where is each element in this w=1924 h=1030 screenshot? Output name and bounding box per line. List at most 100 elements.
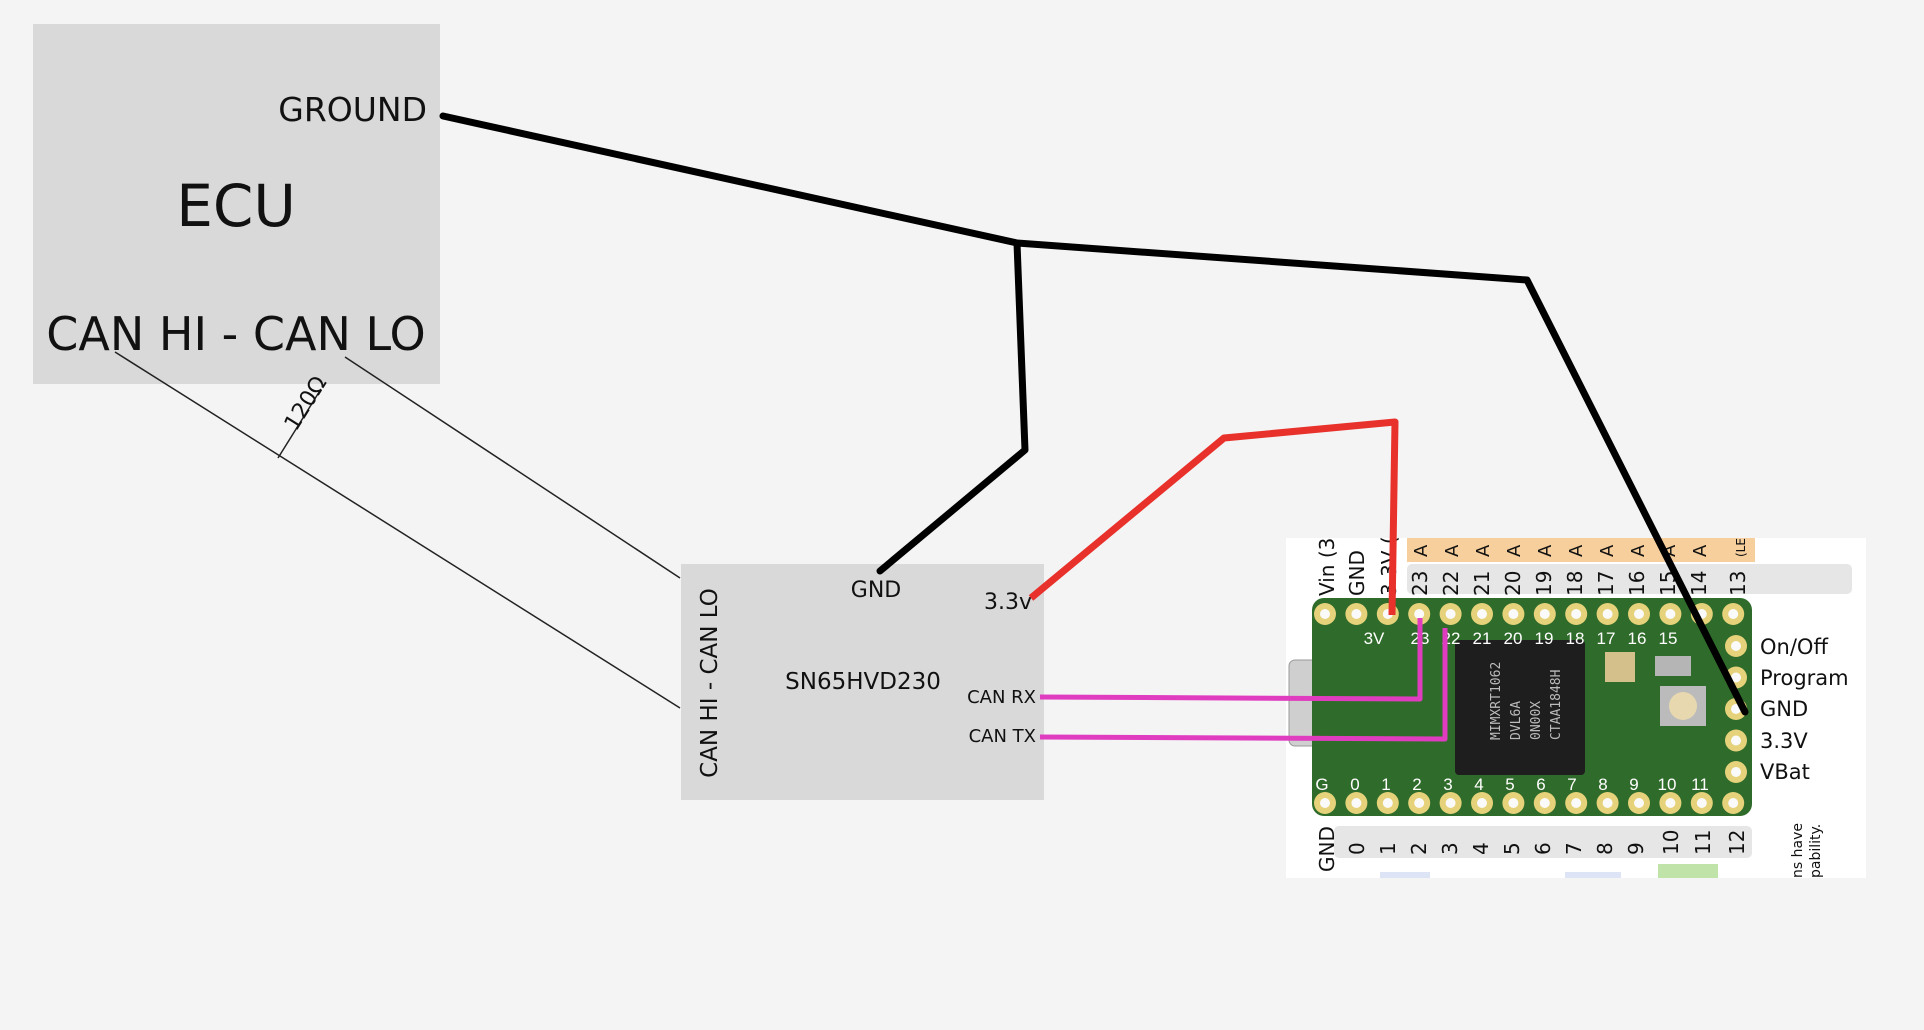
pad-hole	[1414, 609, 1425, 619]
transceiver-can-label: CAN HI - CAN LO	[697, 588, 723, 778]
top-label: 17	[1594, 571, 1618, 596]
top-label: 23	[1408, 571, 1432, 596]
analog-tag: A	[1504, 544, 1525, 557]
ground-wires	[439, 112, 1749, 716]
can-bus-wires: 120Ω	[114, 351, 681, 709]
side-note: pability.	[1808, 824, 1824, 878]
top-label: 21	[1470, 571, 1494, 596]
top-label: 18	[1563, 571, 1587, 596]
board-pin-number: 1	[1381, 775, 1390, 794]
teensy-bottom-pin-labels: GND 0 1 2 3 4 5 6 7 8 9 10 11 12 ns have…	[1315, 823, 1824, 878]
board-pin-number: 10	[1658, 775, 1677, 794]
analog-tag: (LE	[1734, 538, 1748, 557]
can-hi-wire	[114, 351, 681, 709]
board-pin-number: 9	[1629, 775, 1638, 794]
pad-hole	[1665, 798, 1676, 808]
pad-hole	[1731, 735, 1741, 746]
top-label: 13	[1726, 571, 1750, 596]
board-pin-number: 17	[1597, 629, 1616, 648]
bottom-label: 4	[1469, 842, 1493, 855]
pad-hole	[1382, 798, 1393, 808]
bottom-label: 10	[1659, 830, 1683, 855]
transceiver-3v3-label: 3.3v	[984, 590, 1032, 615]
right-label-program: Program	[1760, 666, 1849, 690]
pad-hole	[1320, 609, 1330, 619]
pad-hole	[1696, 798, 1707, 808]
bottom-label: 2	[1407, 842, 1431, 855]
board-pin-number: 0	[1350, 775, 1359, 794]
bottom-label: 3	[1438, 842, 1462, 855]
transceiver-gnd-label: GND	[851, 578, 901, 603]
right-label-gnd: GND	[1760, 697, 1808, 721]
pad-hole	[1508, 798, 1519, 808]
pad-hole	[1508, 609, 1519, 619]
pad-hole	[1351, 609, 1362, 619]
can-lo-wire	[344, 356, 681, 579]
teensy-bottom-pads	[1314, 792, 1745, 814]
pad-hole	[1731, 641, 1741, 651]
right-label-on-off: On/Off	[1760, 635, 1828, 659]
board-pin-number: 3V	[1364, 629, 1385, 648]
board-pin-number: G	[1315, 775, 1328, 794]
transceiver-can-tx-label: CAN TX	[969, 726, 1036, 747]
processor-chip	[1455, 640, 1585, 775]
bottom-label: 9	[1624, 842, 1648, 855]
pad-hole	[1571, 798, 1582, 808]
pad-hole	[1634, 798, 1644, 808]
pad-hole	[1571, 609, 1582, 619]
bottom-label: 1	[1376, 842, 1400, 855]
analog-tag: A	[1690, 544, 1711, 557]
analog-tag: A	[1473, 544, 1494, 557]
can-tx-wire	[1039, 628, 1448, 742]
chip-text: DVL6A	[1509, 701, 1524, 740]
board-pin-number: 5	[1505, 775, 1514, 794]
pad-hole	[1665, 609, 1676, 619]
ground-main-wire	[439, 112, 1749, 716]
bottom-label: 12	[1725, 830, 1749, 855]
bottom-label: GND	[1315, 826, 1339, 872]
chip-text: CTAA1848H	[1549, 670, 1564, 740]
pad-hole	[1414, 798, 1425, 808]
ecu-can-label: CAN HI - CAN LO	[46, 307, 425, 361]
board-pin-number: 18	[1566, 629, 1585, 648]
ground-transceiver-wire	[876, 239, 1029, 575]
transceiver-name: SN65HVD230	[785, 669, 941, 695]
pad-hole	[1728, 798, 1739, 808]
pad-hole	[1731, 767, 1741, 777]
board-pin-number: 11	[1691, 775, 1709, 794]
top-label: 22	[1439, 571, 1463, 596]
board-pin-number: 20	[1504, 629, 1523, 648]
teensy-board: Vin (3 GND 3.3V ( 23 22 21 20 19 18 17 1…	[1286, 536, 1866, 878]
power-3v3-wire	[1028, 418, 1399, 616]
pad-hole	[1634, 609, 1644, 619]
teensy-top-pads	[1314, 603, 1745, 625]
pad-hole	[1477, 609, 1487, 619]
side-note: ns have	[1790, 823, 1806, 878]
analog-tag: A	[1411, 544, 1432, 557]
program-button	[1669, 692, 1697, 720]
analog-tag: A	[1566, 544, 1587, 557]
teensy-right-labels: On/Off Program GND 3.3V VBat	[1760, 635, 1849, 784]
right-label-3v3: 3.3V	[1760, 729, 1808, 753]
chip-text: MIMXRT1062	[1489, 662, 1504, 740]
ecu-ground-label: GROUND	[278, 90, 427, 129]
pad-hole	[1445, 609, 1456, 619]
top-label: GND	[1345, 550, 1369, 596]
top-label: 19	[1532, 571, 1556, 596]
bottom-label: 7	[1562, 842, 1586, 855]
board-pin-number: 4	[1474, 775, 1483, 794]
transceiver-block: GND 3.3v SN65HVD230 CAN RX CAN TX CAN HI…	[681, 564, 1044, 800]
pad-hole	[1477, 798, 1487, 808]
bottom-label: 8	[1593, 842, 1617, 855]
pad-hole	[1351, 798, 1362, 808]
board-pin-number: 3	[1443, 775, 1452, 794]
board-pin-number: 6	[1536, 775, 1545, 794]
bottom-label: 5	[1500, 842, 1524, 855]
top-label: 20	[1501, 571, 1525, 596]
pad-hole	[1320, 798, 1330, 808]
bottom-label: 6	[1531, 842, 1555, 855]
right-label-vbat: VBat	[1760, 760, 1810, 784]
analog-tag: A	[1597, 544, 1618, 557]
top-label: 14	[1687, 571, 1711, 596]
pad-hole	[1728, 609, 1739, 619]
